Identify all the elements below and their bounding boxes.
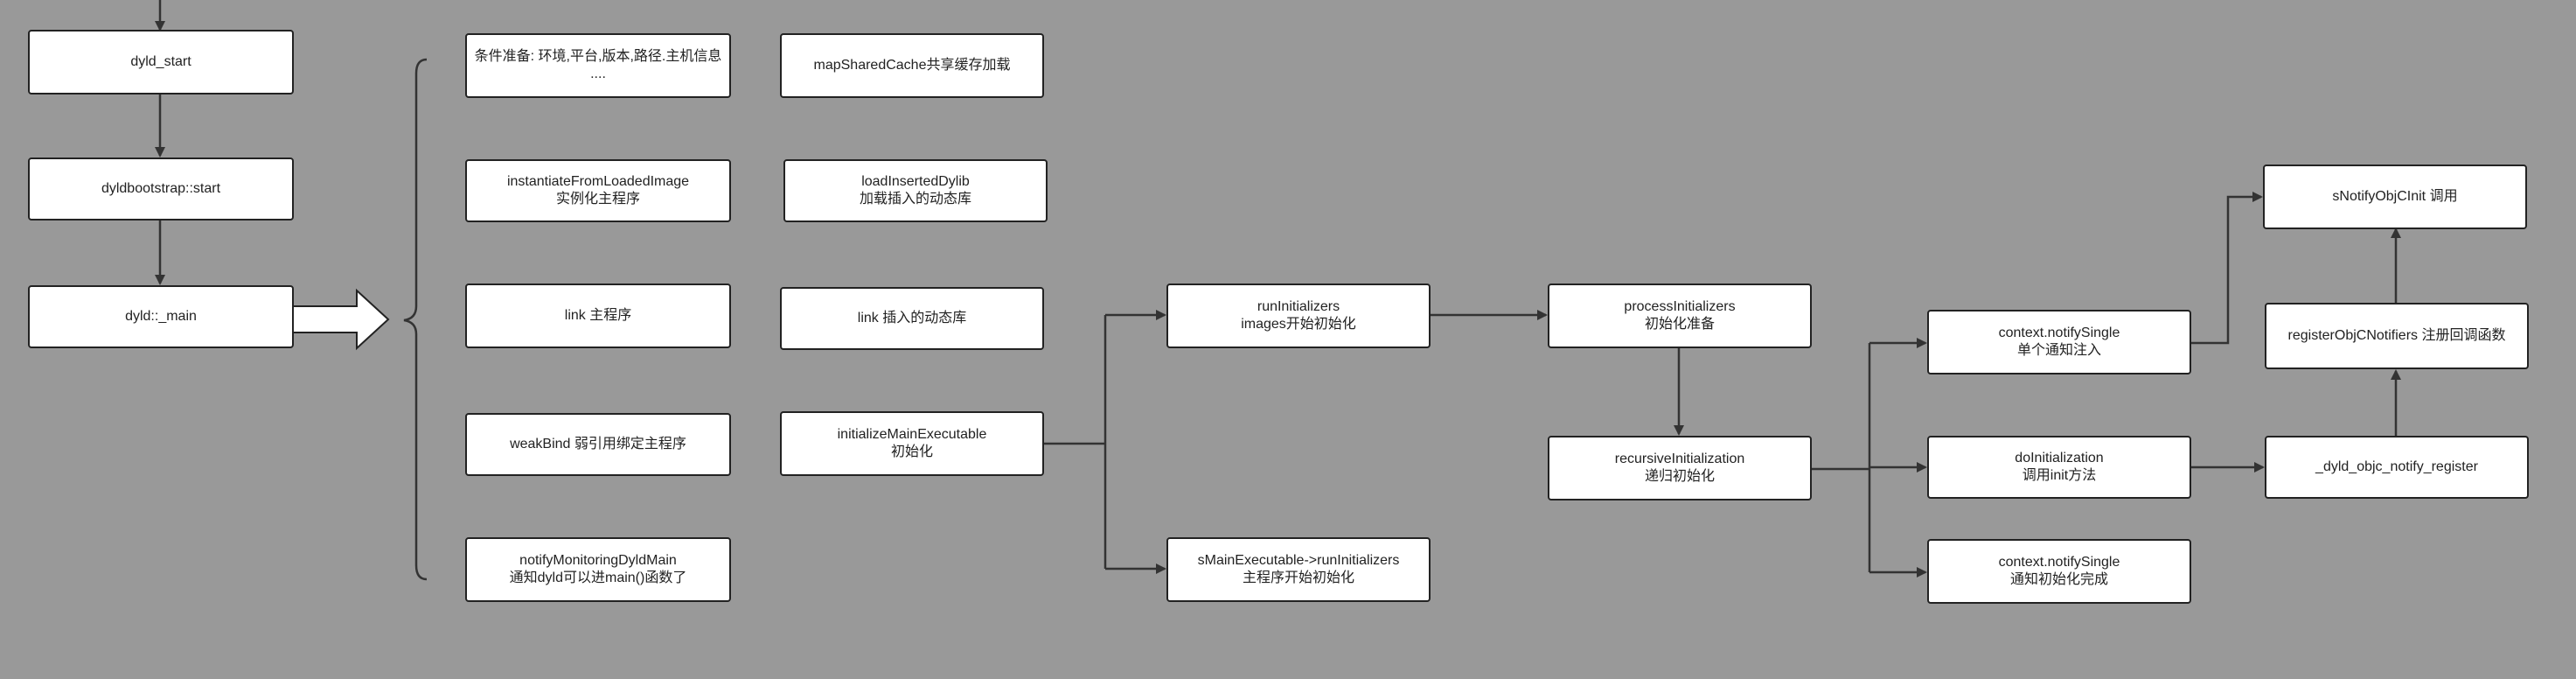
arrow-notify-single-to-snotify xyxy=(2191,192,2263,345)
node-dyldbootstrap-start: dyldbootstrap::start xyxy=(28,158,294,220)
node-text-line: processInitializers xyxy=(1624,299,1736,314)
node-text-line: link 插入的动态库 xyxy=(857,311,967,326)
node-text-line: context.notifySingle xyxy=(1998,326,2120,340)
node-smain-run-initializers: sMainExecutable->runInitializers 主程序开始初始化 xyxy=(1166,537,1431,602)
node-text-line: 初始化准备 xyxy=(1644,317,1715,332)
node-text-line: initializeMainExecutable xyxy=(837,427,987,442)
node-instantiate: instantiateFromLoadedImage 实例化主程序 xyxy=(465,159,731,222)
node-map-shared-cache: mapSharedCache共享缓存加载 xyxy=(780,33,1044,98)
node-load-inserted-dylib: loadInsertedDylib 加载插入的动态库 xyxy=(783,159,1048,222)
node-run-initializers: runInitializers images开始初始化 xyxy=(1166,284,1431,348)
node-weakbind: weakBind 弱引用绑定主程序 xyxy=(465,413,731,476)
node-do-initialization: doInitialization 调用init方法 xyxy=(1927,436,2191,499)
node-text-line: notifyMonitoringDyldMain xyxy=(519,553,677,568)
node-text-line: 加载插入的动态库 xyxy=(859,192,971,206)
node-text-line: 单个通知注入 xyxy=(2016,343,2101,358)
node-text-line: .... xyxy=(590,66,606,81)
node-recursive-initialization: recursiveInitialization 递归初始化 xyxy=(1548,436,1812,500)
node-notify-monitoring: notifyMonitoringDyldMain 通知dyld可以进main()函… xyxy=(465,537,731,602)
node-text-line: mapSharedCache共享缓存加载 xyxy=(813,58,1011,73)
main-to-steps-block-arrow xyxy=(292,288,390,351)
node-text-line: 条件准备: 环境,平台,版本,路径.主机信息 xyxy=(474,49,722,64)
node-text-line: dyldbootstrap::start xyxy=(101,181,221,196)
node-notify-single-inject: context.notifySingle 单个通知注入 xyxy=(1927,310,2191,374)
node-text-line: 主程序开始初始化 xyxy=(1242,570,1354,585)
node-text-line: link 主程序 xyxy=(564,308,632,323)
node-text-line: loadInsertedDylib xyxy=(861,174,970,189)
node-text-line: 实例化主程序 xyxy=(555,192,640,206)
node-text-line: 递归初始化 xyxy=(1644,469,1715,484)
node-text-line: registerObjCNotifiers 注册回调函数 xyxy=(2287,328,2506,343)
node-text-line: sNotifyObjCInit 调用 xyxy=(2332,189,2458,204)
node-text-line: 初始化 xyxy=(890,444,933,459)
node-text-line: instantiateFromLoadedImage xyxy=(506,174,690,189)
node-snotify-objc-init: sNotifyObjCInit 调用 xyxy=(2263,164,2527,229)
node-text-line: sMainExecutable->runInitializers xyxy=(1197,553,1400,568)
node-text-line: runInitializers xyxy=(1257,299,1340,314)
node-text-line: images开始初始化 xyxy=(1241,317,1356,332)
node-dyld-main: dyld::_main xyxy=(28,285,294,348)
node-conditions: 条件准备: 环境,平台,版本,路径.主机信息.... xyxy=(465,33,731,98)
node-initialize-main-executable: initializeMainExecutable 初始化 xyxy=(780,411,1044,476)
node-text-line: _dyld_objc_notify_register xyxy=(2315,459,2478,474)
node-text-line: dyld::_main xyxy=(125,309,197,324)
node-link-main: link 主程序 xyxy=(465,284,731,348)
node-text-line: doInitialization xyxy=(2015,451,2104,466)
node-text-line: weakBind 弱引用绑定主程序 xyxy=(510,437,686,452)
node-register-objc-notifiers: registerObjCNotifiers 注册回调函数 xyxy=(2265,303,2529,369)
steps-brace xyxy=(403,58,428,581)
node-text-line: recursiveInitialization xyxy=(1614,452,1745,466)
node-dyld-start: dyld_start xyxy=(28,30,294,94)
node-text-line: dyld_start xyxy=(130,54,191,69)
node-dyld-objc-notify-register: _dyld_objc_notify_register xyxy=(2265,436,2529,499)
node-notify-single-done: context.notifySingle 通知初始化完成 xyxy=(1927,539,2191,604)
node-text-line: context.notifySingle xyxy=(1998,555,2120,570)
node-text-line: 通知初始化完成 xyxy=(2009,572,2108,587)
node-text-line: 调用init方法 xyxy=(2022,468,2097,483)
node-link-dylib: link 插入的动态库 xyxy=(780,287,1044,350)
node-text-line: 通知dyld可以进main()函数了 xyxy=(509,570,687,585)
node-process-initializers: processInitializers 初始化准备 xyxy=(1548,284,1812,348)
